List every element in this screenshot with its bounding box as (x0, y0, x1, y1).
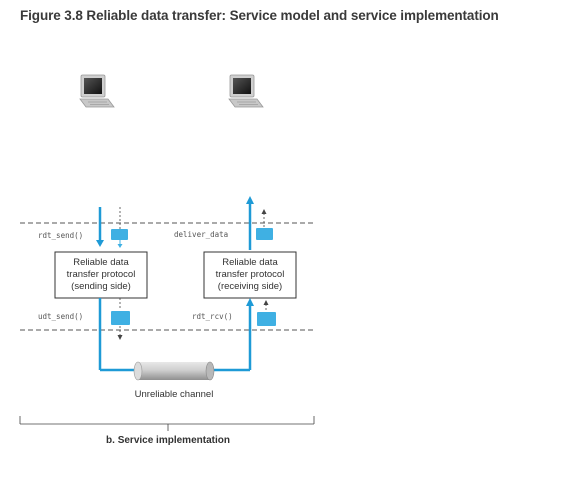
deliver-data-label: deliver_data (174, 230, 228, 239)
sender-protocol-line-3: (sending side) (71, 281, 131, 292)
receiver-lower-packet-icon (257, 312, 276, 326)
sender-upper-packet-icon (111, 229, 128, 248)
sender-lower-packet-icon (111, 311, 130, 325)
receiver-protocol-line-2: transfer protocol (216, 269, 285, 280)
rdt-send-label: rdt_send() (38, 231, 83, 240)
receiver-lower-dashed-arrow (263, 300, 269, 311)
subfigure-bracket (19, 416, 315, 431)
receiver-upper-dashed-arrow (261, 209, 267, 227)
receiver-upper-packet-icon (256, 228, 273, 240)
sender-computer-icon (79, 74, 115, 108)
udt-send-arrow (98, 298, 135, 372)
sender-protocol-line-2: transfer protocol (67, 269, 136, 280)
sender-protocol-line-1: Reliable data (73, 257, 129, 268)
figure-title: Figure 3.8 Reliable data transfer: Servi… (20, 8, 499, 23)
receiver-computer-icon (228, 74, 264, 108)
udt-send-label: udt_send() (38, 312, 83, 321)
sender-lower-dashed-arrow (117, 298, 123, 340)
rdt-rcv-label: rdt_rcv() (192, 312, 233, 321)
unreliable-channel-pipe-icon (133, 361, 215, 381)
sender-protocol-box (54, 251, 148, 299)
rdt-send-arrow (96, 207, 104, 247)
rdt-rcv-arrow (212, 298, 254, 372)
subfigure-caption: b. Service implementation (106, 435, 230, 446)
channel-label: Unreliable channel (135, 389, 214, 400)
deliver-data-arrow (246, 196, 254, 250)
receiver-protocol-line-1: Reliable data (222, 257, 278, 268)
receiver-protocol-box (203, 251, 297, 299)
receiver-protocol-line-3: (receiving side) (218, 281, 282, 292)
